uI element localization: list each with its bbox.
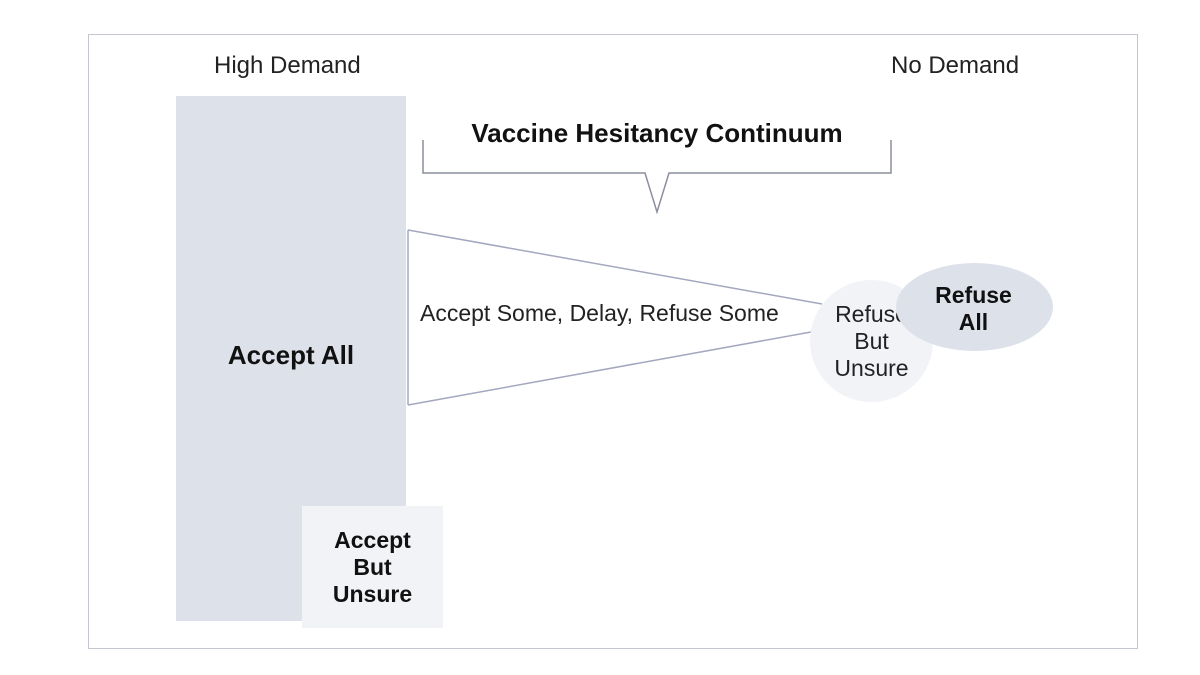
refuse-all-label: Refuse All [921, 282, 1026, 336]
refuse-all-line-2: All [958, 309, 989, 335]
accept-some-delay-refuse-some-label: Accept Some, Delay, Refuse Some [420, 300, 779, 326]
refuse-but-unsure-line-1: Refuse [835, 300, 908, 327]
refuse-but-unsure-line-3: Unsure [834, 354, 909, 381]
continuum-brace [422, 140, 892, 215]
hesitancy-wedge [407, 229, 823, 406]
refuse-all-line-1: Refuse [935, 282, 1012, 308]
accept-but-unsure-line-1: Accept [334, 526, 411, 553]
refuse-but-unsure-line-2: But [854, 327, 889, 354]
accept-but-unsure-line-3: Unsure [332, 580, 413, 607]
refuse-all-ellipse [896, 263, 1053, 351]
continuum-title: Vaccine Hesitancy Continuum [471, 118, 843, 148]
accept-but-unsure-box: Accept But Unsure [302, 506, 443, 628]
no-demand-label: No Demand [891, 52, 1020, 79]
accept-all-label: Accept All [227, 340, 355, 370]
accept-but-unsure-line-2: But [353, 553, 392, 580]
high-demand-label: High Demand [214, 52, 361, 79]
